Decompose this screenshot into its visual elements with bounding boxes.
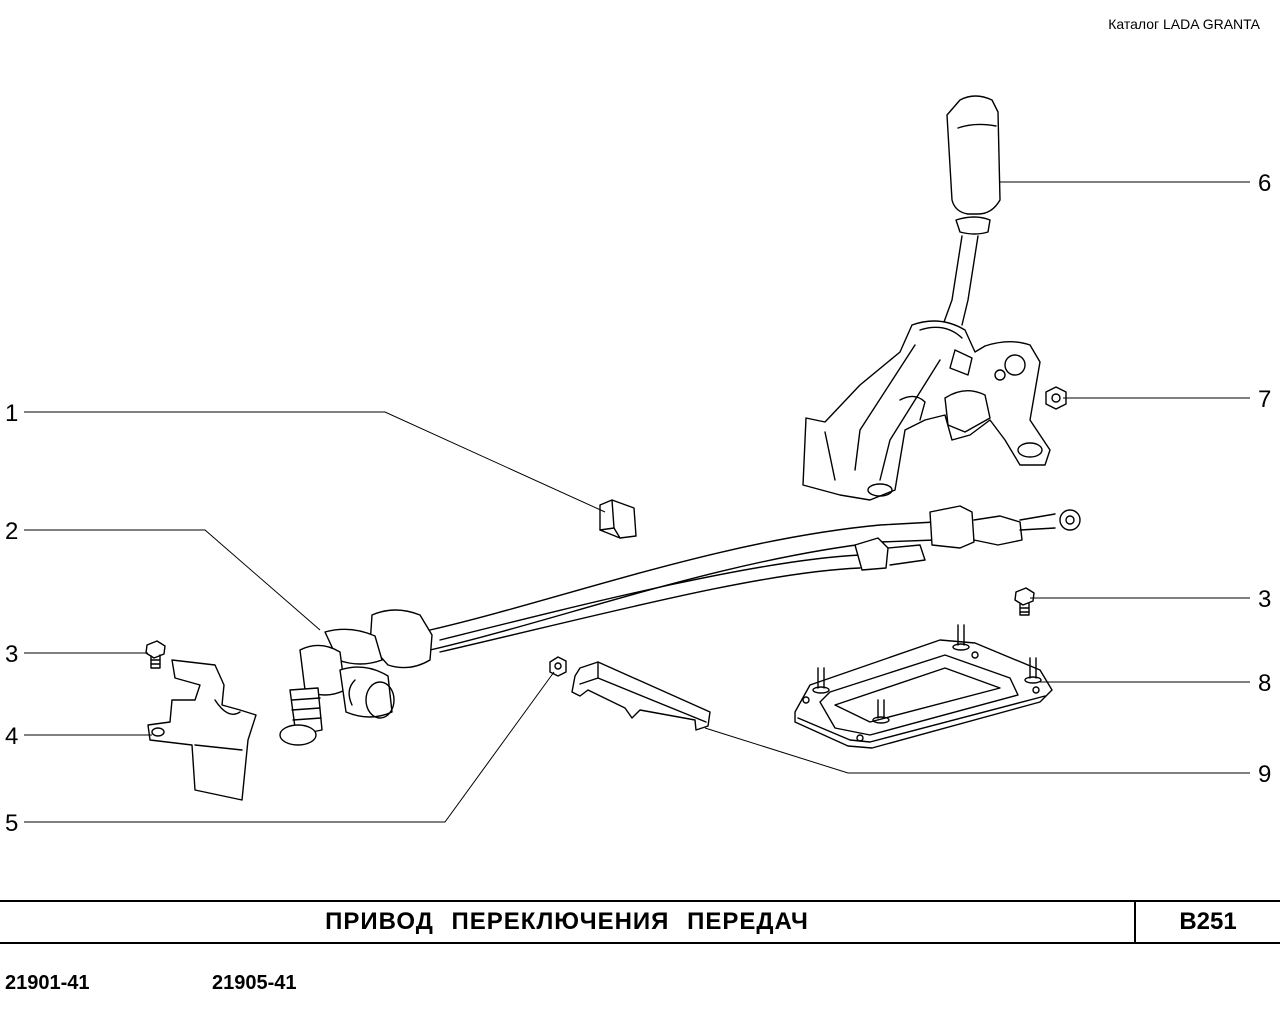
gear-lever — [943, 95, 1001, 326]
lever-housing — [802, 320, 1051, 501]
callout-4: 4 — [5, 723, 18, 750]
callout-9: 9 — [1258, 761, 1271, 788]
diagram-title: ПРИВОД ПЕРЕКЛЮЧЕНИЯ ПЕРЕДАЧ — [325, 908, 809, 935]
model-code-1: 21901-41 — [5, 972, 90, 994]
catalog-header: Каталог LADA GRANTA — [1108, 16, 1260, 32]
bolt-part-3-right — [1014, 587, 1035, 616]
callout-3-left: 3 — [5, 641, 18, 668]
callout-5: 5 — [5, 810, 18, 837]
leader-lines — [24, 181, 1250, 823]
callout-8: 8 — [1258, 670, 1271, 697]
callout-1: 1 — [5, 400, 18, 427]
shift-cables — [279, 505, 1081, 746]
bolt-part-3-left — [145, 640, 166, 669]
nut-part-7 — [1045, 386, 1067, 410]
callout-2: 2 — [5, 518, 18, 545]
parts-drawing: 1 2 3 4 5 6 7 3 8 9 — [5, 95, 1271, 837]
callout-6: 6 — [1258, 170, 1271, 197]
callout-3-right: 3 — [1258, 586, 1271, 613]
page-code: B251 — [1179, 908, 1237, 935]
rail-part-9 — [571, 661, 711, 731]
clip-part-1 — [599, 499, 637, 539]
callout-7: 7 — [1258, 386, 1271, 413]
callouts: 1 2 3 4 5 6 7 3 8 9 — [5, 170, 1271, 837]
model-code-2: 21905-41 — [212, 972, 297, 994]
nut-part-5 — [549, 656, 567, 677]
frame-part-8 — [794, 624, 1053, 749]
title-block: ПРИВОД ПЕРЕКЛЮЧЕНИЯ ПЕРЕДАЧ B251 — [0, 900, 1280, 944]
bracket-part-4 — [147, 659, 257, 801]
title-divider — [1134, 902, 1136, 942]
